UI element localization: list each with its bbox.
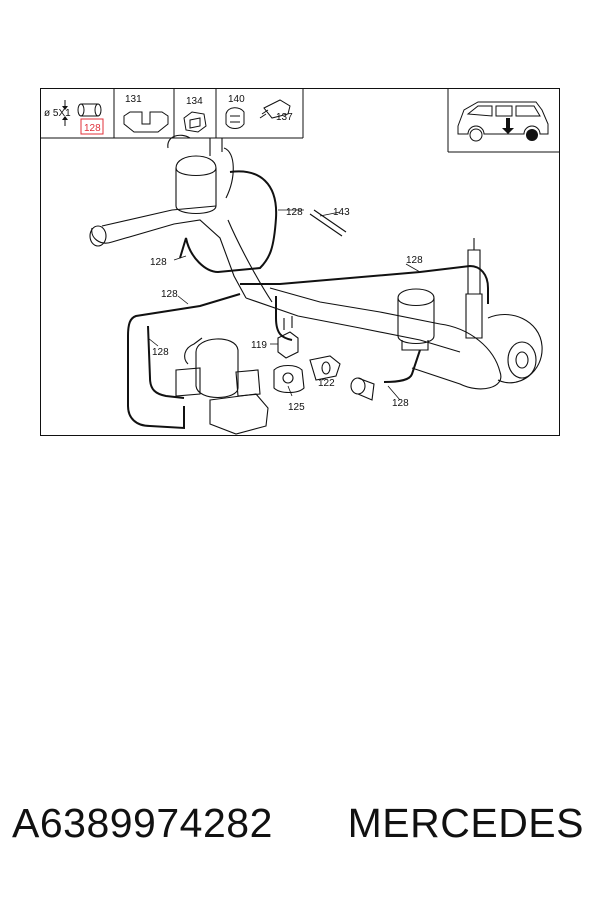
part-number: A6389974282: [12, 800, 273, 846]
callout-119: 119: [251, 340, 267, 351]
callout-122: 122: [318, 378, 335, 389]
diagram-canvas: ø 5X1 128 131 134 140 137: [40, 88, 560, 436]
legend-label-131: 131: [125, 94, 142, 105]
legend-part-131: 131: [123, 94, 169, 133]
tube-part-label: 128: [84, 123, 101, 134]
legend-label-140: 140: [228, 94, 245, 105]
leader-lines: [147, 209, 421, 401]
callout-125: 125: [288, 402, 305, 413]
connector-122: [309, 355, 341, 381]
brand-name: MERCEDES: [347, 800, 584, 846]
legend-part-134: 134: [183, 96, 207, 133]
tube-lines: [127, 170, 489, 430]
suspension-illustration: [89, 134, 543, 401]
tube-diameter-label: ø 5X1: [44, 108, 71, 119]
tube-part-highlight: [80, 118, 104, 135]
vehicle-icon: [457, 101, 549, 142]
parts-diagram: ø 5X1 128 131 134 140 137: [40, 88, 560, 436]
diagram-border: [40, 88, 560, 436]
legend-part-140-137: 140 137: [225, 94, 293, 129]
callout-128-d: 128: [161, 289, 178, 300]
callout-128-c: 128: [406, 255, 423, 266]
callout-128-e: 128: [152, 347, 169, 358]
callout-143: 143: [333, 207, 350, 218]
legend-tube-cell: ø 5X1 128: [44, 100, 104, 135]
legend-label-134: 134: [186, 96, 203, 107]
footer: A6389974282 MERCEDES: [0, 800, 600, 864]
valve-119: [277, 316, 299, 359]
callout-128-a: 128: [286, 207, 303, 218]
callout-128-b: 128: [150, 257, 167, 268]
legend-label-137: 137: [276, 112, 293, 123]
callout-128-f: 128: [392, 398, 409, 409]
compressor-assembly: [175, 337, 305, 435]
